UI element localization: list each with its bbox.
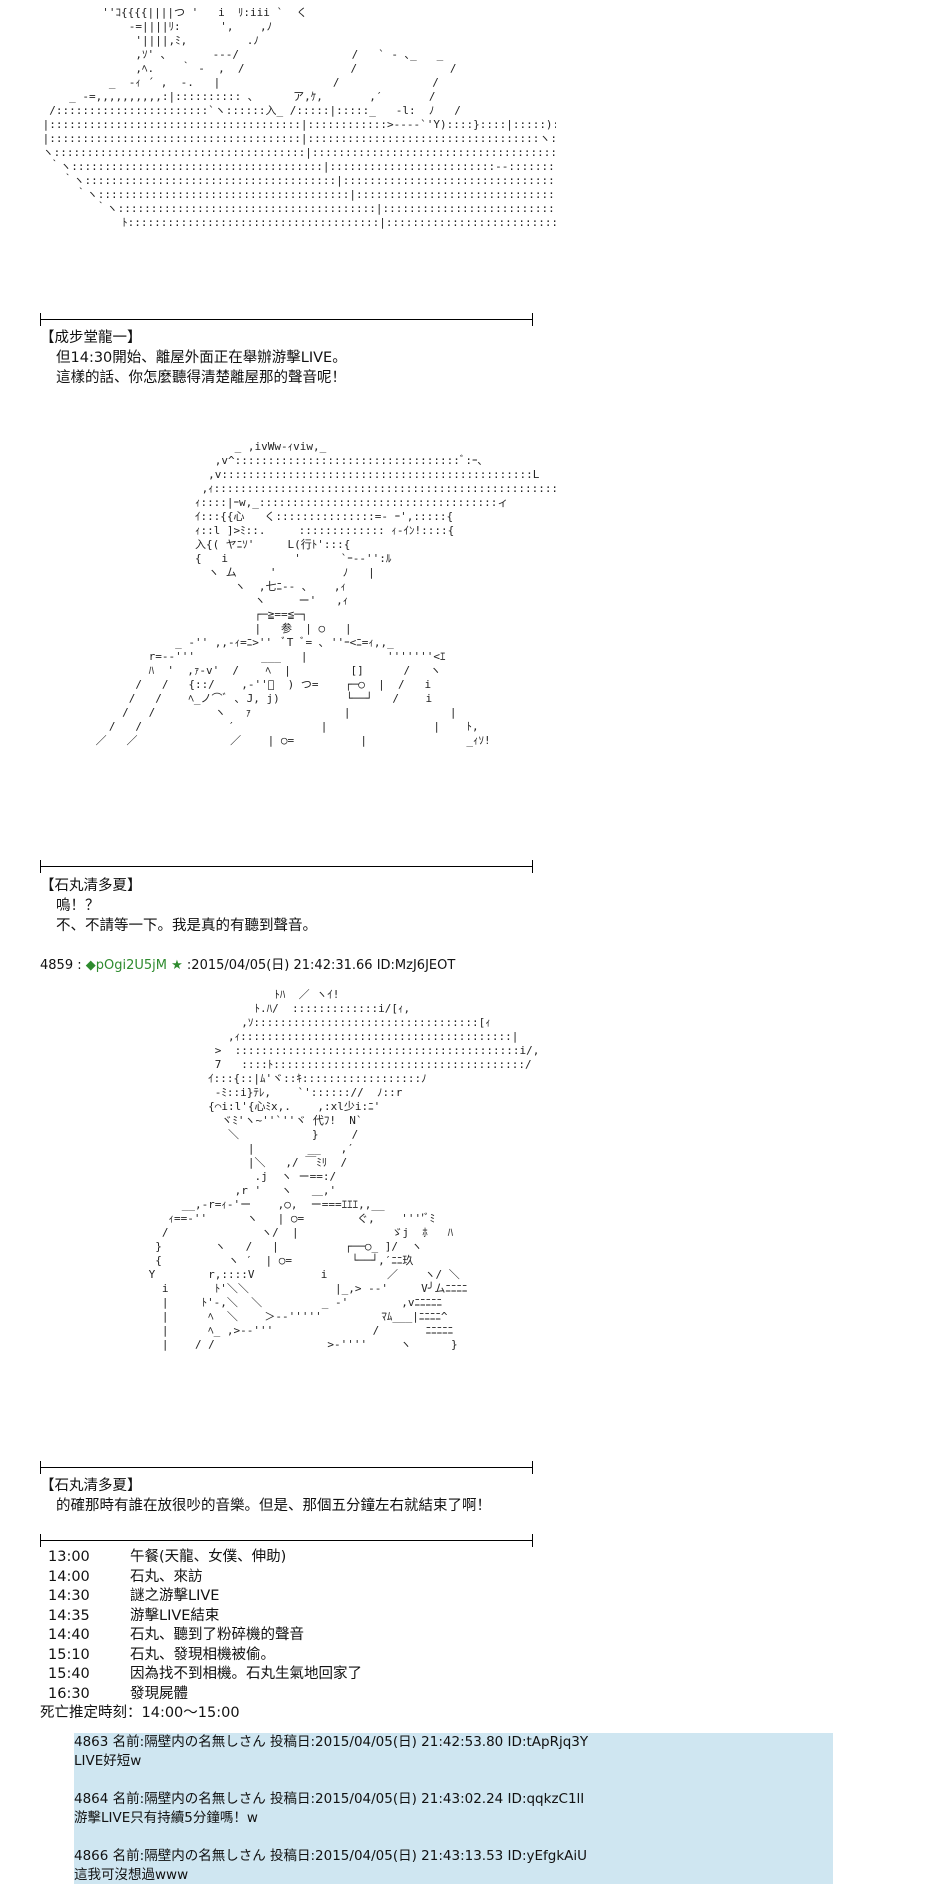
divider (40, 1461, 533, 1474)
post-trip: ◆pOgi2U5jM ★ (85, 958, 183, 973)
comment-body: LIVE好短w (74, 1753, 142, 1769)
comment-box: 4863 名前:隔壁内の名無しさん 投稿日:2015/04/05(日) 21:4… (74, 1733, 833, 1884)
divider (40, 860, 533, 873)
dialogue-line: 不、不請等一下。我是真的有聽到聲音。 (56, 918, 317, 934)
comment-body: 這我可沒想過www (74, 1867, 189, 1883)
speaker-name: 【石丸清多夏】 (40, 1478, 142, 1494)
ascii-art-narumi: ''ｺ{{{{||||つ ' i ﾘ:iii ` く -=||||ﾘ: ', ,… (42, 6, 556, 229)
dialogue-line: 但14:30開始、離屋外面正在舉辦游擊LIVE。 (56, 350, 347, 366)
dialogue-block: 【成步堂龍一】 但14:30開始、離屋外面正在舉辦游擊LIVE。 這樣的話、你怎… (40, 328, 600, 388)
dialogue-line: 這樣的話、你怎麼聽得清楚離屋那的聲音呢！ (56, 370, 346, 386)
comment-body: 游擊LIVE只有持續5分鐘嗎！w (74, 1810, 258, 1826)
dialogue-block: 【石丸清多夏】 嗚！？ 不、不請等一下。我是真的有聽到聲音。 (40, 876, 600, 936)
death-time: 死亡推定時刻：14:00〜15:00 (40, 1705, 240, 1721)
post-meta: :2015/04/05(日) 21:42:31.66 ID:MzJ6JEOT (186, 958, 456, 973)
post-header: 4859 : ◆pOgi2U5jM ★ :2015/04/05(日) 21:42… (40, 954, 455, 973)
comment: 4864 名前:隔壁内の名無しさん 投稿日:2015/04/05(日) 21:4… (74, 1790, 833, 1828)
dialogue-block: 【石丸清多夏】 的確那時有誰在放很吵的音樂。但是、那個五分鐘左右就結束了啊！ (40, 1476, 600, 1516)
comment: 4866 名前:隔壁内の名無しさん 投稿日:2015/04/05(日) 21:4… (74, 1847, 833, 1885)
post-number: 4859 : (40, 958, 82, 973)
speaker-name: 【石丸清多夏】 (40, 878, 142, 894)
ascii-art-ishimaru-2: ﾄﾊ ／ ヽｲ! ﾄ.ﾊ/ :::::::::::::i/[ｨ, ,ｿ:::::… (148, 988, 540, 1351)
divider (40, 313, 533, 326)
dialogue-line: 嗚！？ (56, 898, 100, 914)
comment-header: 4864 名前:隔壁内の名無しさん 投稿日:2015/04/05(日) 21:4… (74, 1791, 585, 1807)
comment-header: 4866 名前:隔壁内の名無しさん 投稿日:2015/04/05(日) 21:4… (74, 1848, 588, 1864)
dialogue-line: 的確那時有誰在放很吵的音樂。但是、那個五分鐘左右就結束了啊！ (56, 1498, 491, 1514)
divider (40, 1534, 533, 1547)
comment-header: 4863 名前:隔壁内の名無しさん 投稿日:2015/04/05(日) 21:4… (74, 1734, 589, 1750)
speaker-name: 【成步堂龍一】 (40, 330, 142, 346)
comment: 4863 名前:隔壁内の名無しさん 投稿日:2015/04/05(日) 21:4… (74, 1733, 833, 1771)
ascii-art-ishimaru: _ ,ivWw-ｨviw,_ ,v^::::::::::::::::::::::… (95, 440, 556, 747)
